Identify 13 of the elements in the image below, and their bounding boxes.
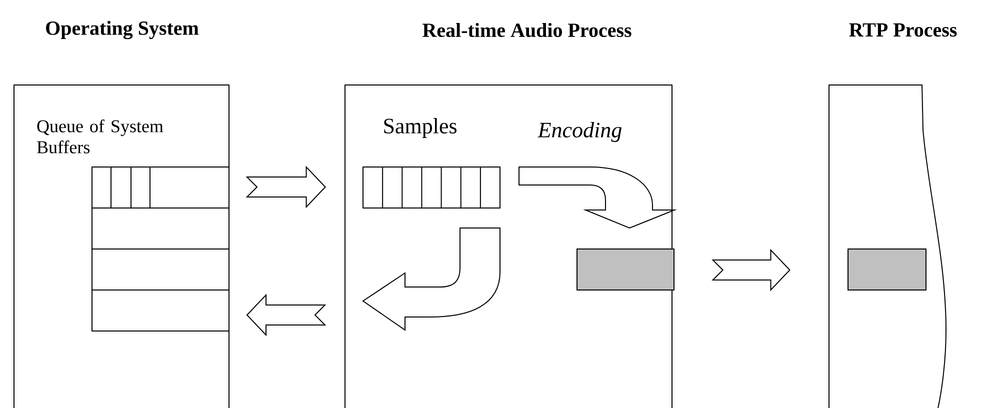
block-arrow — [362, 228, 500, 330]
queue-label: Queue of System Buffers — [37, 120, 164, 154]
block-arrow — [246, 294, 326, 336]
samples-label: Samples — [384, 118, 456, 138]
edge-label: Encoding — [538, 122, 622, 142]
block-arrow — [712, 248, 790, 292]
data-block — [576, 248, 674, 290]
heading: Operating System — [46, 20, 199, 40]
heading: RTP Process — [849, 23, 957, 37]
block-arrow — [246, 166, 326, 208]
heading: Real-time Audio Process — [422, 22, 632, 38]
data-block — [848, 248, 926, 290]
block-arrow — [518, 166, 675, 228]
